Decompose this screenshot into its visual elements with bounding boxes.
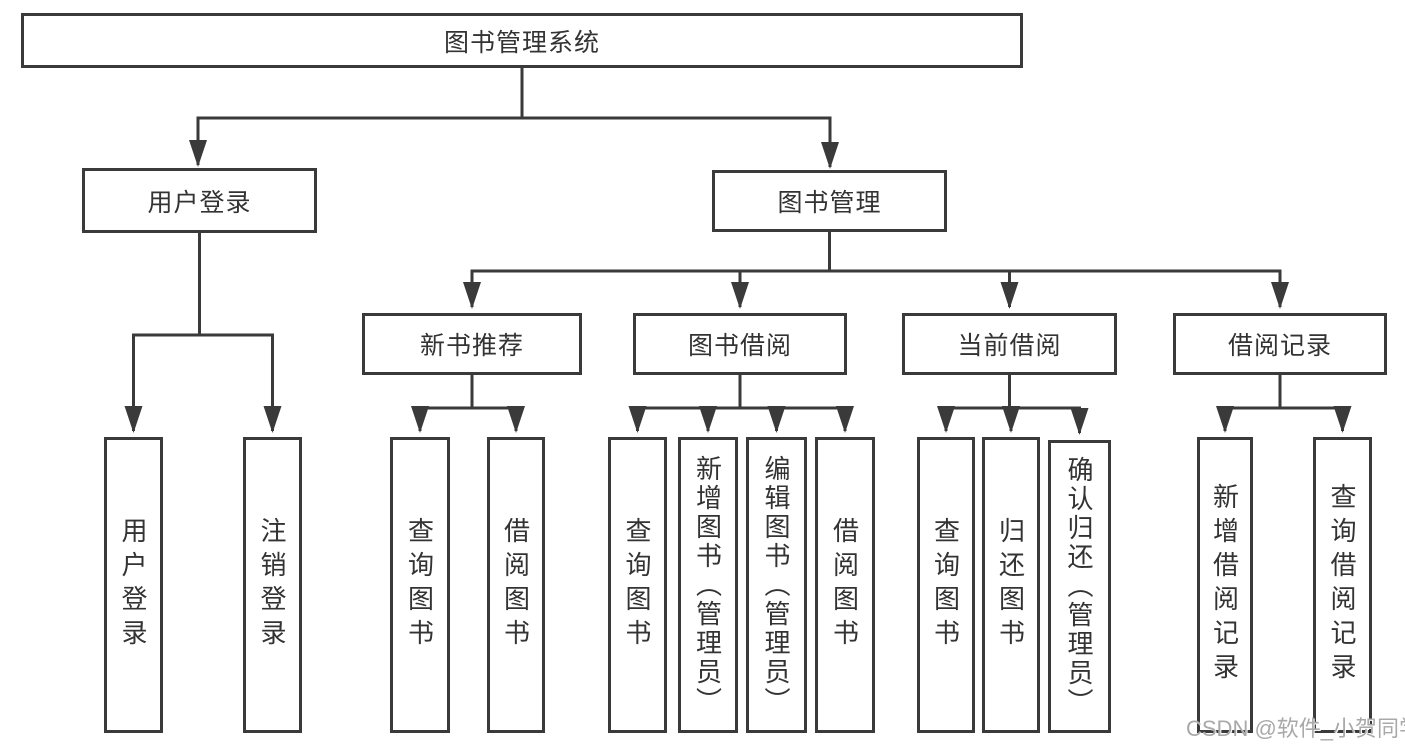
leaf-query-borrow-record: 查询借阅记录 <box>1313 437 1372 733</box>
leaf-user-login-label: 用户登录 <box>118 517 148 653</box>
node-book-management-label: 图书管理 <box>777 189 882 217</box>
leaf-query-books-borrowing-label: 查询图书 <box>622 517 652 653</box>
leaf-query-books-borrowing: 查询图书 <box>608 437 667 733</box>
node-user-login: 用户登录 <box>82 168 317 233</box>
leaf-edit-books-admin: 编辑图书（管理员） <box>746 437 807 733</box>
leaf-borrow-books-recommend-label: 借阅图书 <box>500 517 531 653</box>
leaf-query-books-current-label: 查询图书 <box>930 517 961 653</box>
node-borrowing-records: 借阅记录 <box>1173 313 1387 375</box>
leaf-user-login: 用户登录 <box>104 437 163 733</box>
leaf-confirm-return-admin: 确认归还（管理员） <box>1048 440 1111 733</box>
leaf-query-books-recommend-label: 查询图书 <box>404 517 435 653</box>
leaf-query-borrow-record-label: 查询借阅记录 <box>1327 483 1357 687</box>
leaf-logout-label: 注销登录 <box>257 517 287 653</box>
node-new-book-recommendation-label: 新书推荐 <box>419 332 524 360</box>
leaf-borrow-books-recommend: 借阅图书 <box>487 437 545 733</box>
leaf-add-borrow-record: 新增借阅记录 <box>1197 437 1253 733</box>
leaf-return-books-label: 归还图书 <box>995 517 1026 653</box>
leaf-borrow-books: 借阅图书 <box>815 437 875 733</box>
node-user-login-label: 用户登录 <box>147 188 252 217</box>
leaf-logout: 注销登录 <box>243 437 302 733</box>
node-new-book-recommendation: 新书推荐 <box>362 313 582 375</box>
leaf-edit-books-admin-label: 编辑图书（管理员） <box>761 454 791 716</box>
csdn-watermark: CSDN @软件_小贺同学 <box>1186 716 1405 741</box>
leaf-query-books-current: 查询图书 <box>917 437 975 733</box>
node-book-borrowing: 图书借阅 <box>633 313 847 375</box>
leaf-add-borrow-record-label: 新增借阅记录 <box>1209 483 1240 687</box>
node-current-borrowing: 当前借阅 <box>902 313 1117 375</box>
leaf-borrow-books-label: 借阅图书 <box>829 517 860 653</box>
leaf-query-books-recommend: 查询图书 <box>390 437 450 733</box>
node-book-management-system-label: 图书管理系统 <box>443 28 600 57</box>
leaf-add-books-admin: 新增图书（管理员） <box>678 437 738 733</box>
node-borrowing-records-label: 借阅记录 <box>1227 332 1332 360</box>
node-book-borrowing-label: 图书借阅 <box>687 332 792 360</box>
leaf-add-books-admin-label: 新增图书（管理员） <box>692 454 723 716</box>
leaf-return-books: 归还图书 <box>982 437 1040 733</box>
leaf-confirm-return-admin-label: 确认归还（管理员） <box>1064 456 1094 717</box>
node-current-borrowing-label: 当前借阅 <box>957 332 1062 360</box>
node-book-management-system: 图书管理系统 <box>21 13 1023 68</box>
node-book-management: 图书管理 <box>712 170 947 232</box>
